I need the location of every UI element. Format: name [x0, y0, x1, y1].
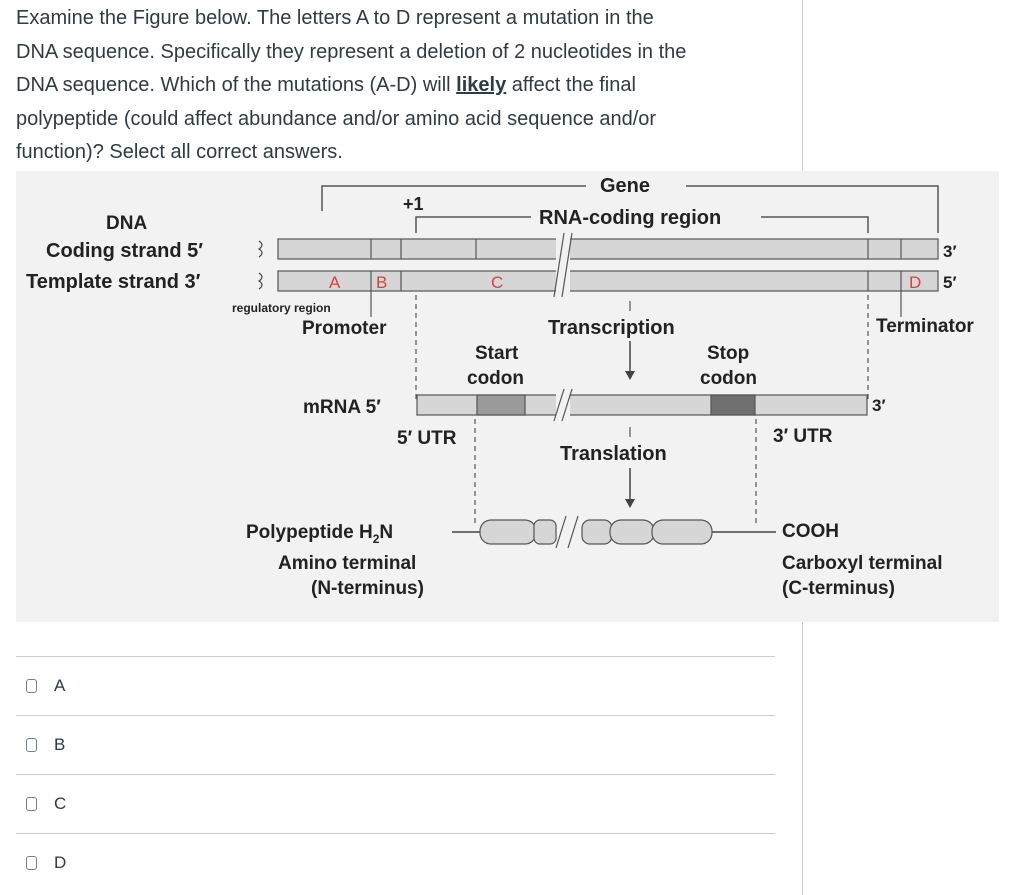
question-line-1: Examine the Figure below. The letters A … [16, 7, 654, 29]
transcription-label: Transcription [548, 317, 675, 339]
start-codon-label-1: Start [475, 343, 519, 364]
checkbox-b[interactable] [26, 738, 37, 752]
polypeptide-label: Polypeptide H2N [246, 522, 393, 546]
answer-label-c: C [54, 794, 67, 813]
dna-label: DNA [106, 213, 147, 234]
question-line-4: polypeptide (could affect abundance and/… [16, 107, 657, 130]
template-strand-label: Template strand 3′ [26, 271, 201, 293]
coding-strand-label: Coding strand 5′ [46, 240, 203, 262]
checkbox-a[interactable] [26, 679, 37, 693]
polypeptide-text: Polypeptide H [246, 522, 373, 543]
stop-codon-label-2: codon [700, 368, 757, 389]
question-line-2: DNA sequence. Specifically they represen… [16, 40, 687, 63]
question-line-5: function)? Select all correct answers. [16, 141, 343, 163]
rna-coding-region-label: RNA-coding region [539, 207, 721, 229]
answer-option-c[interactable]: C [16, 774, 775, 833]
question-line-3-end: affect the final [506, 74, 636, 96]
gene-label: Gene [600, 175, 650, 197]
question-line-3-start: DNA sequence. Which of the mutations (A-… [16, 74, 457, 96]
mutation-b-marker: B [376, 273, 387, 292]
amino-terminal-label: Amino terminal [278, 553, 416, 574]
coding-three-prime: 3′ [943, 242, 957, 261]
polypeptide-n: N [379, 522, 393, 543]
c-terminus-label: (C-terminus) [782, 578, 895, 599]
cooh-label: COOH [782, 521, 839, 542]
gene-figure: Gene RNA-coding region +1 DNA Coding str… [16, 171, 999, 622]
polypeptide-chain [479, 519, 713, 545]
mrna-three-prime: 3′ [872, 396, 886, 415]
answer-option-b[interactable]: B [16, 715, 775, 774]
coding-strand-bar [277, 238, 939, 260]
coding-strand-wave-icon [257, 240, 263, 258]
polypeptide-subscript: 2 [373, 532, 380, 546]
answer-label-b: B [54, 735, 66, 754]
stop-codon-block [710, 394, 756, 416]
template-strand-wave-icon [257, 272, 263, 290]
promoter-label: Promoter [302, 318, 387, 339]
translation-arrow-icon [625, 499, 635, 508]
answer-option-d[interactable]: D [16, 833, 775, 892]
regulatory-region-label: regulatory region [232, 301, 331, 315]
question-emphasis: likely [456, 74, 507, 96]
gene-bracket-left [321, 185, 586, 211]
gene-diagram: Gene RNA-coding region +1 DNA Coding str… [26, 175, 974, 599]
answer-label-a: A [54, 676, 66, 695]
answer-option-a[interactable]: A [16, 656, 775, 715]
mutation-d-marker: D [909, 273, 921, 292]
mutation-a-marker: A [329, 273, 341, 292]
gene-bracket-right [686, 185, 939, 233]
rna-bracket-right [761, 216, 869, 233]
n-terminus-label: (N-terminus) [311, 578, 424, 599]
transcription-arrow-icon [625, 371, 635, 380]
mutation-c-marker: C [491, 273, 503, 292]
terminator-label: Terminator [876, 316, 974, 337]
question-text: Examine the Figure below. The letters A … [16, 2, 786, 170]
stop-codon-label-1: Stop [707, 343, 749, 364]
question-line-3: DNA sequence. Which of the mutations (A-… [16, 69, 786, 103]
plus-one-label: +1 [403, 194, 424, 214]
three-prime-utr-label: 3′ UTR [773, 426, 833, 447]
mrna-label: mRNA 5′ [303, 397, 381, 418]
template-five-prime: 5′ [943, 273, 957, 292]
answer-label-d: D [54, 853, 67, 872]
rna-bracket-left [415, 216, 531, 233]
five-prime-utr-label: 5′ UTR [397, 428, 457, 449]
checkbox-c[interactable] [26, 797, 37, 811]
template-strand-bar [277, 270, 939, 292]
checkbox-d[interactable] [26, 856, 37, 870]
carboxyl-terminal-label: Carboxyl terminal [782, 553, 943, 574]
start-codon-block [476, 394, 526, 416]
strand-break-gap [556, 233, 570, 297]
translation-label: Translation [560, 443, 667, 465]
answer-options: A B C D [16, 656, 775, 892]
start-codon-label-2: codon [467, 368, 524, 389]
